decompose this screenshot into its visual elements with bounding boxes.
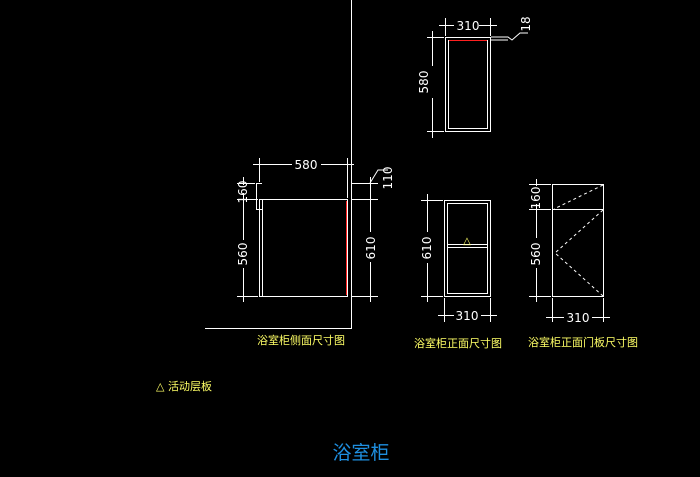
side-view-caption: 浴室柜侧面尺寸图 <box>257 333 345 347</box>
front-view-width-label: 310 <box>456 309 479 323</box>
drawing-title: 浴室柜 <box>332 442 389 464</box>
door-view-caption: 浴室柜正面门板尺寸图 <box>528 335 638 349</box>
front-view-height-label: 610 <box>420 237 434 260</box>
front-view-caption: 浴室柜正面尺寸图 <box>414 336 502 350</box>
side-view-height-label: 560 <box>236 243 250 266</box>
top-view-thickness-leader <box>491 32 528 41</box>
side-view-top-right-leader <box>369 169 388 184</box>
top-view: 310 580 18 <box>417 16 533 138</box>
door-view-hinge-mark <box>554 209 604 297</box>
top-view-width-label: 310 <box>457 19 480 33</box>
top-view-inner <box>448 40 488 129</box>
side-view-top-label: 160 <box>236 181 250 204</box>
door-view-top-label: 160 <box>529 187 543 210</box>
front-view-shelf-symbol: △ <box>463 236 471 247</box>
side-view: 580 160 560 610 110 浴室柜侧面尺寸图 <box>236 158 395 347</box>
front-view: △ 610 310 浴室柜正面尺寸图 <box>414 194 502 350</box>
side-view-width-label: 580 <box>295 158 318 172</box>
side-view-outline <box>259 199 348 297</box>
front-view-outline <box>444 200 491 297</box>
top-view-outline <box>445 37 491 132</box>
door-view-height-label: 560 <box>529 243 543 266</box>
top-view-height-label: 580 <box>417 71 431 94</box>
legend-movable-shelf: △ 活动层板 <box>156 379 212 393</box>
door-view: 160 560 310 浴室柜正面门板尺寸图 <box>528 179 638 349</box>
side-view-right-label: 610 <box>364 237 378 260</box>
door-view-outline <box>552 184 604 297</box>
door-view-width-label: 310 <box>567 311 590 325</box>
side-view-top-right-label: 110 <box>381 167 395 190</box>
door-view-hinge-top <box>553 184 604 210</box>
top-view-thickness-label: 18 <box>519 16 533 31</box>
front-view-inner <box>447 203 488 294</box>
